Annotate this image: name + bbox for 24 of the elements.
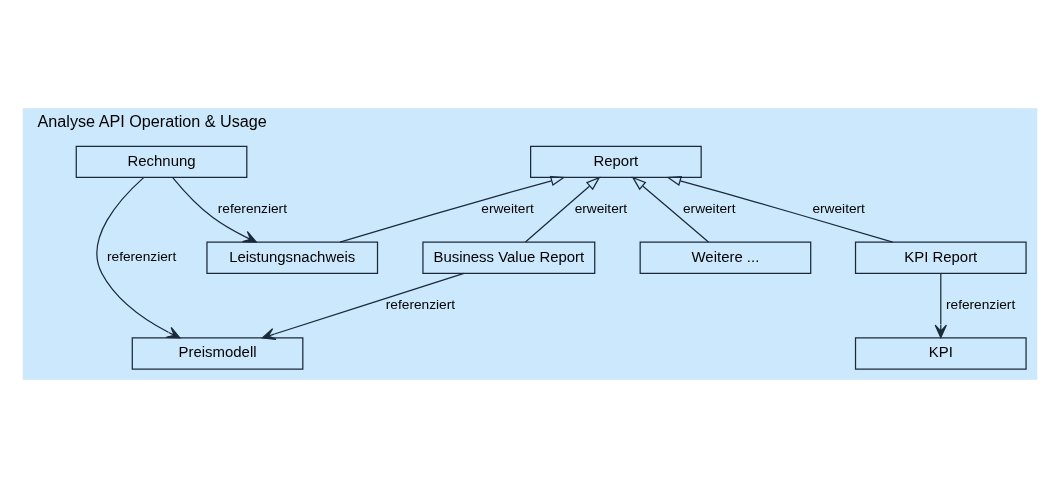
edge-label: referenziert (945, 296, 1016, 312)
node-box: KPI (854, 336, 1027, 370)
edge-label: referenziert (385, 296, 456, 312)
node-box: KPI Report (854, 241, 1027, 274)
edge-label: erweitert (682, 200, 736, 216)
arrow (524, 175, 601, 243)
edge-label: erweitert (812, 200, 865, 216)
node-box: Weitere ... (639, 241, 812, 274)
node-box: Report (530, 145, 702, 178)
arrow (631, 175, 710, 243)
arrow (96, 176, 181, 339)
edge-label: referenziert (106, 248, 177, 264)
node-box: Leistungsnachweis (206, 241, 379, 274)
node-box: Rechnung (75, 145, 248, 178)
arrow (172, 176, 257, 243)
edge-label: erweitert (481, 200, 534, 216)
arrow (261, 272, 465, 340)
node-box: Preismodell (131, 336, 304, 370)
edge-label: referenziert (217, 200, 287, 216)
edge-label: erweitert (574, 200, 628, 216)
node-box: Business Value Report (422, 241, 596, 274)
arrow (339, 175, 566, 243)
arrow (934, 272, 947, 338)
arrow (666, 175, 894, 243)
